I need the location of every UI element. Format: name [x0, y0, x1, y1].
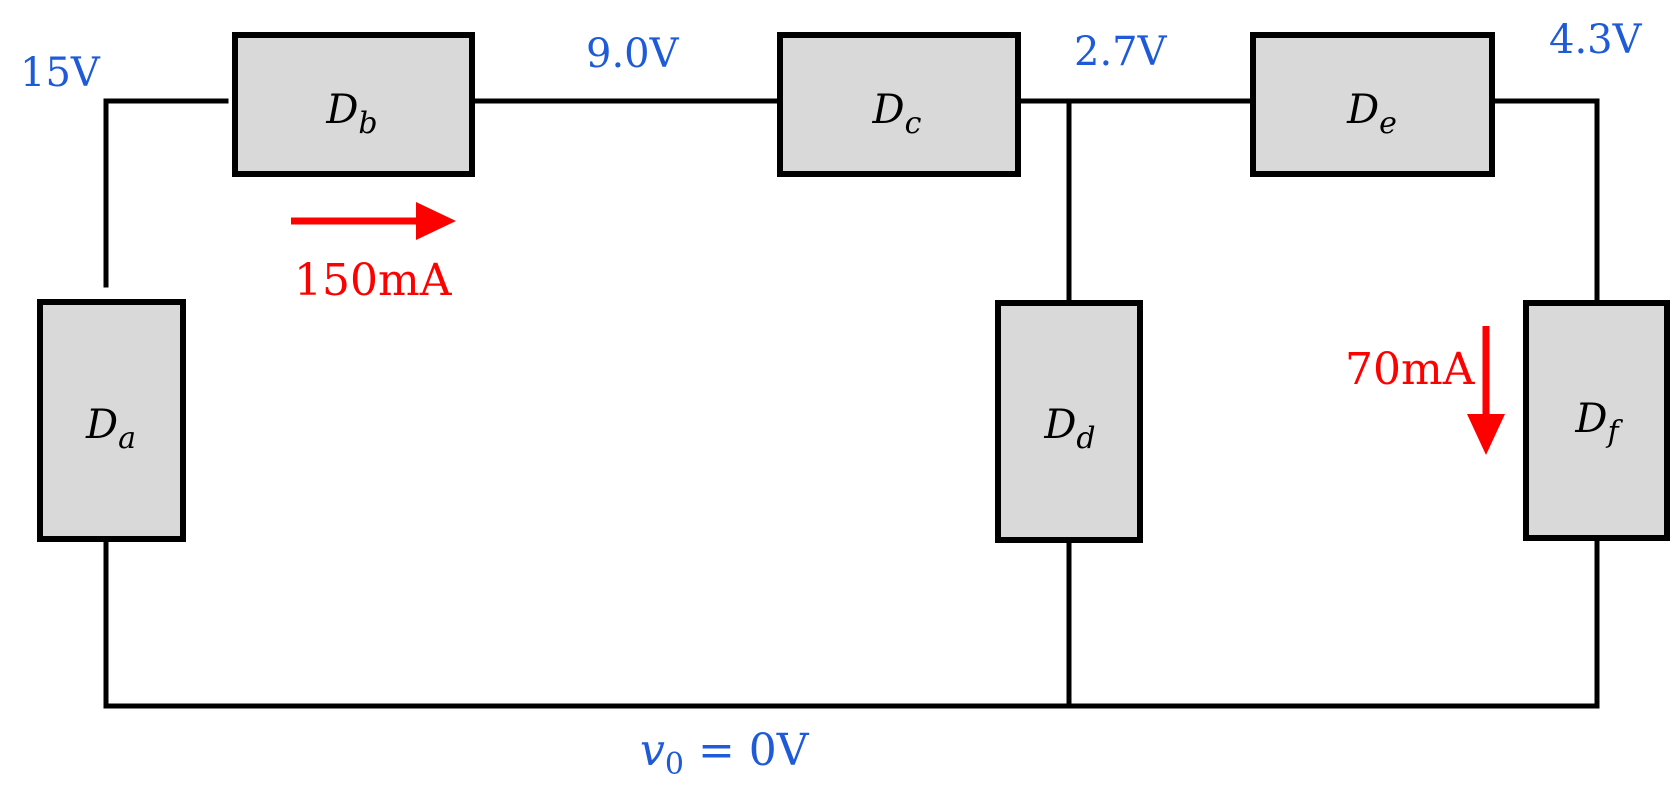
node-voltage-4-3v: 4.3V [1549, 17, 1643, 63]
node-voltage-2-7v: 2.7V [1074, 29, 1168, 75]
device-c-label: Dc [872, 87, 922, 141]
current-arrow-db [291, 202, 456, 240]
device-d: Dd [995, 300, 1143, 543]
node-voltage-15v: 15V [20, 50, 101, 96]
node-voltage-9v: 9.0V [586, 31, 680, 77]
device-e-label: De [1346, 87, 1397, 141]
wire-left-top [103, 98, 229, 288]
wire-de-right [1489, 98, 1600, 303]
current-arrow-df [1467, 326, 1505, 455]
device-a-label: Da [85, 402, 136, 456]
device-e: De [1250, 32, 1495, 177]
device-b: Db [232, 32, 475, 177]
wires [103, 98, 1600, 709]
device-a: Da [37, 299, 186, 542]
current-label-db: 150mA [294, 255, 453, 306]
device-f: Df [1523, 300, 1670, 541]
device-c: Dc [777, 32, 1021, 177]
current-label-df: 70mA [1345, 344, 1476, 395]
device-b-label: Db [325, 87, 377, 141]
device-d-label: Dd [1043, 402, 1095, 456]
ground-reference-label: v0 = 0V [640, 725, 810, 782]
